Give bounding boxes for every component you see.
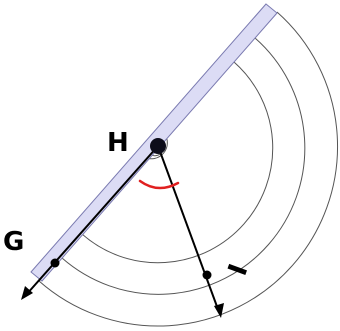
angle-mark xyxy=(138,179,180,190)
ray-hi xyxy=(157,145,220,313)
label-g: G xyxy=(3,227,24,257)
protractor-arc-middle xyxy=(61,37,306,295)
ray-hg xyxy=(25,145,159,296)
protractor-arcs xyxy=(38,11,339,327)
point-g[interactable] xyxy=(50,258,60,268)
protractor-arc-inner xyxy=(81,61,274,264)
ray-hi-arrowhead xyxy=(214,303,224,318)
vertex-point-h[interactable] xyxy=(150,138,166,154)
ray-hg-arrowhead xyxy=(21,286,33,300)
label-h: H xyxy=(107,128,129,158)
protractor-arc-outer xyxy=(38,11,339,327)
point-i[interactable] xyxy=(202,270,212,280)
